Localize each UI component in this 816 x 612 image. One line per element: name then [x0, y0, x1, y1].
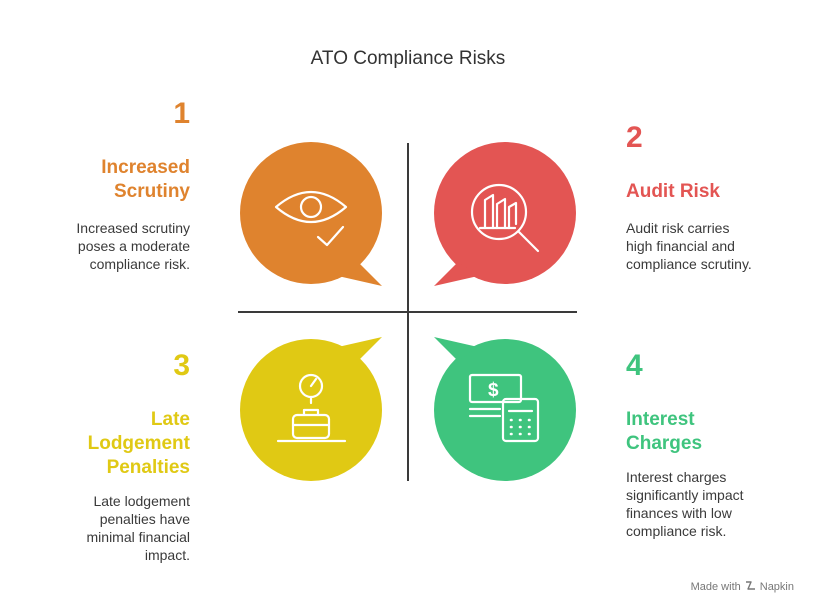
quadrant-4-bubble [434, 337, 576, 481]
quadrant-4-description: Interest charges significantly impact fi… [626, 468, 811, 540]
quadrant-3-heading-line: Penalties [106, 457, 190, 478]
quadrant-3-heading: Late Lodgement Penalties [40, 408, 190, 480]
clock-briefcase-icon [276, 373, 347, 443]
quadrant-4-heading-line: Charges [626, 433, 703, 454]
quadrant-1-heading-line: Increased [101, 157, 190, 178]
quadrant-3-description-line: Late lodgement [93, 493, 190, 509]
svg-text:$: $ [488, 380, 499, 401]
horizontal-axis [238, 311, 577, 313]
quadrant-2-description-line: Audit risk carries [626, 220, 730, 236]
eye-check-icon [274, 190, 348, 247]
quadrant-3-description-line: penalties have [99, 511, 190, 527]
quadrant-3-heading-line: Lodgement [87, 433, 190, 454]
quadrant-2-description-line: high financial and [626, 238, 735, 254]
footer-brand-text: Napkin [759, 581, 794, 593]
quadrant-1-description-line: poses a moderate [77, 238, 190, 254]
quadrant-2-number: 2 [626, 121, 643, 154]
money-calculator-icon: $ [468, 373, 540, 443]
quadrant-4-description-line: significantly impact [626, 487, 744, 503]
quadrant-1-bubble [240, 142, 382, 286]
quadrant-4-number: 4 [626, 349, 643, 382]
quadrant-3-heading-line: Late [150, 409, 190, 430]
quadrant-4-description-line: compliance risk. [626, 523, 727, 539]
quadrant-1-description-line: compliance risk. [89, 256, 190, 272]
quadrant-1-description-line: Increased scrutiny [76, 220, 190, 236]
quadrant-3-description-line: minimal financial [86, 529, 190, 545]
quadrant-1-heading-line: Scrutiny [113, 181, 190, 202]
quadrant-2-description-line: compliance scrutiny. [626, 256, 752, 272]
diagram-title: ATO Compliance Risks [310, 48, 506, 69]
quadrant-1-number: 1 [173, 97, 190, 130]
quadrant-2-heading-line: Audit Risk [626, 181, 720, 202]
quadrant-1-heading: Increased Scrutiny [40, 156, 190, 204]
made-with-napkin-footer[interactable]: Made with Napkin [691, 580, 794, 594]
quadrant-1-description: Increased scrutiny poses a moderate comp… [30, 219, 190, 273]
quadrant-2-heading: Audit Risk [626, 180, 796, 204]
quadrant-3-number: 3 [173, 349, 190, 382]
napkin-logo-icon [745, 580, 756, 594]
footer-made-with-text: Made with [690, 581, 741, 593]
quadrant-4-heading-line: Interest [626, 409, 695, 430]
quadrant-3-description: Late lodgement penalties have minimal fi… [30, 492, 190, 564]
chart-magnifier-icon [470, 183, 540, 253]
quadrant-3-description-line: impact. [144, 547, 190, 563]
quadrant-4-description-line: Interest charges [626, 469, 727, 485]
quadrant-4-heading: Interest Charges [626, 408, 796, 456]
quadrant-4-description-line: finances with low [626, 505, 732, 521]
quadrant-2-description: Audit risk carries high financial and co… [626, 219, 806, 273]
